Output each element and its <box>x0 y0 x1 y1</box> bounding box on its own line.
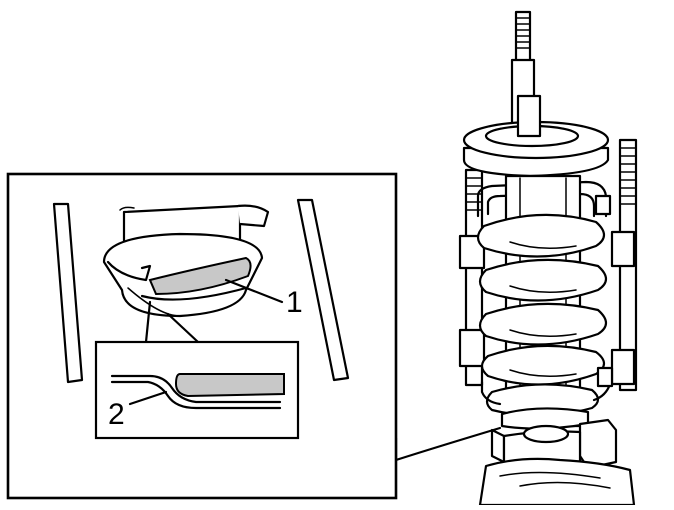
detail-leader-line <box>394 426 502 462</box>
upper-spring-seat <box>462 94 610 178</box>
detail-rod-right <box>296 198 350 382</box>
inset-zoom-lines <box>144 300 200 344</box>
rubber-insulator-section <box>174 373 285 398</box>
callout-2-leader <box>128 390 168 406</box>
vise-base <box>478 418 636 507</box>
detail-rod-left <box>52 202 84 384</box>
spring-seat <box>102 232 264 318</box>
compressor-rod-right <box>610 138 638 392</box>
compressor-lower-hook <box>480 366 614 406</box>
callout-2-label: 2 <box>108 398 125 431</box>
callout-1-label: 1 <box>286 286 303 319</box>
coil-spring <box>476 213 608 417</box>
cross-section-inset: 2 <box>94 340 300 440</box>
strut-assembly <box>458 10 638 507</box>
compressor-rod-left <box>458 168 486 387</box>
detail-view: 1 2 <box>52 198 350 440</box>
callout-1-leader <box>224 278 284 304</box>
rubber-insulator <box>148 256 252 296</box>
